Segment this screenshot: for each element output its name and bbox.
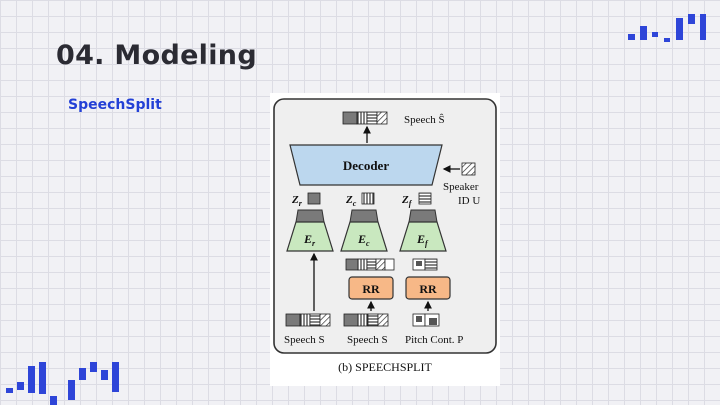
z-c-subscript: c	[353, 199, 357, 208]
svg-text:Zf: Zf	[401, 194, 413, 208]
input-speech-bar-2	[343, 313, 389, 327]
rr-block-pitch	[405, 276, 451, 300]
speaker-id-label: ID U	[458, 195, 480, 207]
decorative-blocks-bottom-left	[6, 362, 124, 405]
input-pitch-bar	[412, 313, 440, 327]
encoder-rhythm: Er	[286, 209, 334, 252]
z-f-subscript: f	[409, 199, 413, 208]
input-label-pitch: Pitch Cont. P	[405, 334, 463, 346]
encoder-pitch: Ef	[399, 209, 447, 252]
input-speech-bar-1	[285, 313, 331, 327]
content-rr-output-bar	[345, 258, 395, 271]
z-r-symbol: Z	[291, 194, 299, 206]
speaker-id-feature	[461, 162, 476, 176]
z-pitch-code: Zf	[401, 192, 432, 208]
rr-block-content	[348, 276, 394, 300]
svg-text:Ec: Ec	[357, 232, 370, 248]
speaker-label: Speaker	[443, 181, 479, 193]
z-content-code: Zc	[345, 192, 375, 208]
decorative-blocks-top-right	[628, 14, 710, 44]
svg-text:Er: Er	[303, 232, 316, 248]
figure-caption: (b) SPEECHSPLIT	[338, 360, 432, 374]
z-r-subscript: r	[299, 199, 303, 208]
speechsplit-diagram: Speech Ŝ Decoder Speaker ID U Zr Zc Zf E…	[273, 98, 497, 374]
z-c-symbol: Z	[345, 194, 353, 206]
input-label-speech-2: Speech S	[347, 334, 388, 346]
pitch-rr-output-bar	[412, 258, 438, 271]
input-label-speech-1: Speech S	[284, 334, 325, 346]
encoder-content: Ec	[340, 209, 388, 252]
svg-text:Zr: Zr	[291, 194, 303, 208]
slide-title: 04. Modeling	[56, 40, 257, 71]
output-label: Speech Ŝ	[404, 114, 445, 126]
z-f-symbol: Z	[401, 194, 409, 206]
speechsplit-figure: Speech Ŝ Decoder Speaker ID U Zr Zc Zf E…	[270, 93, 500, 386]
slide-subtitle: SpeechSplit	[68, 97, 162, 113]
z-rhythm-code: Zr	[291, 192, 321, 208]
decoder-label: Decoder	[343, 158, 389, 173]
rr-label-content: RR	[362, 282, 380, 296]
output-feature-bar	[342, 111, 388, 125]
rr-label-pitch: RR	[419, 282, 437, 296]
svg-text:Ef: Ef	[416, 232, 429, 248]
svg-text:Zc: Zc	[345, 194, 357, 208]
decoder-block	[289, 144, 443, 186]
